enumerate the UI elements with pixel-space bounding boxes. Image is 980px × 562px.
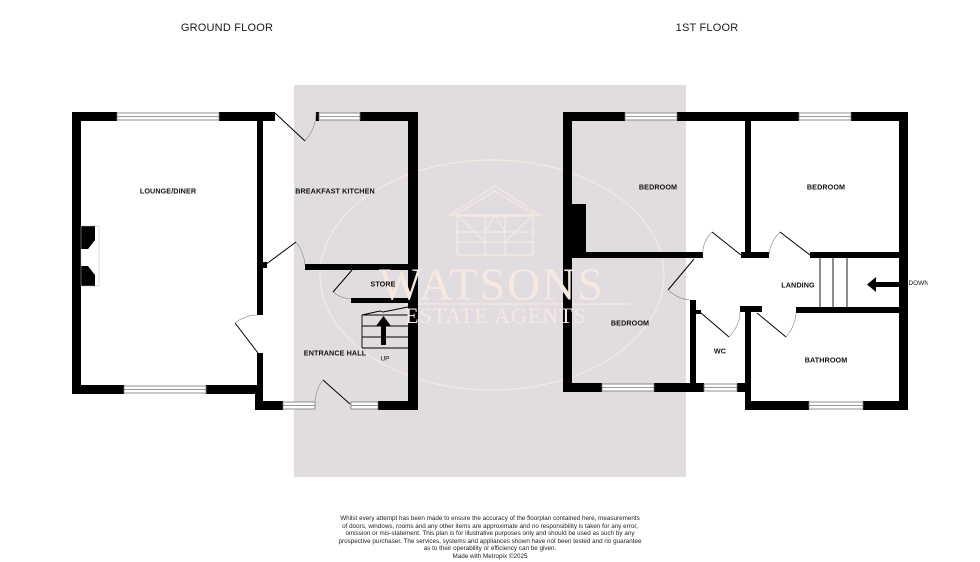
room-label-landing: LANDING [781,280,815,290]
stair-label-down: DOWN [908,280,928,287]
chimney-breast [80,225,100,287]
room-label-bedroom-2: BEDROOM [806,182,846,192]
watermark-logo [319,159,665,391]
disclaimer-line: prospective purchaser. The services, sys… [338,537,642,545]
stair-label-up: UP [380,355,390,363]
first-floor-walls [563,112,908,410]
ground-floor-title: GROUND FLOOR [180,22,274,34]
disclaimer-line: Whilst every attempt has been made to en… [340,515,640,522]
ground-floor-windows [116,112,379,410]
up-arrow-icon [376,316,391,345]
room-label-store: STORE [370,279,396,289]
first-floor-stairs [819,258,848,307]
watermark-brand: WATSONS [378,258,606,310]
room-label-lounge-diner: LOUNGE/DINER [139,186,197,196]
room-label-entrance-hall: ENTRANCE HALL [303,348,367,358]
room-label-bedroom-3: BEDROOM [610,318,650,328]
first-floor-windows [601,112,864,410]
first-floor-title: 1ST FLOOR [675,22,739,34]
room-label-breakfast-kitchen: BREAKFAST KITCHEN [295,186,375,196]
down-arrow-icon [867,277,899,292]
room-label-wc: WC [713,346,727,356]
ground-floor-doors [234,112,353,406]
disclaimer-line: omission or mis-statement. This plan is … [345,530,635,538]
room-label-bathroom: BATHROOM [804,355,848,365]
disclaimer-line: as to their operability or efficiency ca… [423,545,557,553]
first-floor-doors [667,231,811,338]
room-label-bedroom-1: BEDROOM [638,182,678,192]
disclaimer-line: of doors, windows, rooms and any other i… [342,522,638,530]
watermark-subtitle: ESTATE AGENTS [405,303,587,328]
ground-floor-walls [72,112,418,410]
disclaimer-credit: Made with Metropix ©2025 [452,552,528,560]
watermark-background [294,85,686,477]
disclaimer: Whilst every attempt has been made to en… [300,515,680,561]
